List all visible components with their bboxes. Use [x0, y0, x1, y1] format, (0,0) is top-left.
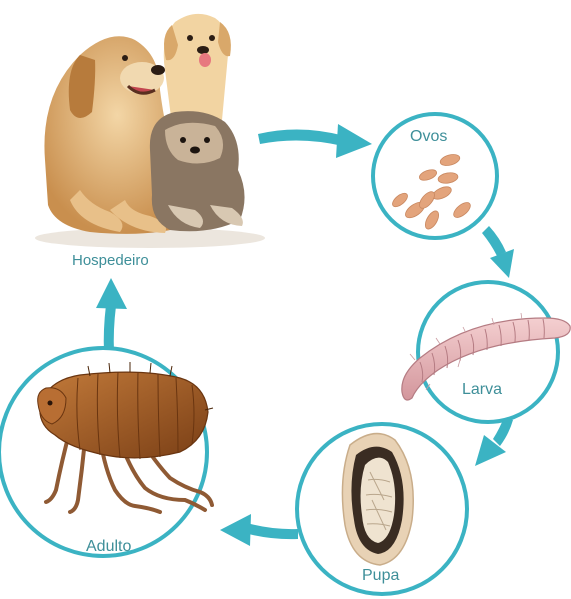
adult-label: Adulto [86, 538, 131, 556]
arrow-head-host-to-eggs [336, 124, 372, 158]
pupa-label: Pupa [362, 567, 399, 585]
arrow-eggs-to-larva [482, 226, 506, 256]
arrow-host-to-eggs [258, 129, 345, 146]
host-label: Hospedeiro [72, 252, 149, 269]
arrow-head-adult-to-host [96, 278, 127, 309]
arrow-pupa-to-adult [245, 523, 298, 539]
larva-label: Larva [462, 381, 502, 399]
eggs-label: Ovos [410, 128, 447, 146]
arrow-head-pupa-to-adult [220, 514, 251, 546]
arrow-adult-to-host [104, 305, 116, 352]
dogs-image [35, 14, 265, 248]
pupa-icon [342, 434, 413, 565]
